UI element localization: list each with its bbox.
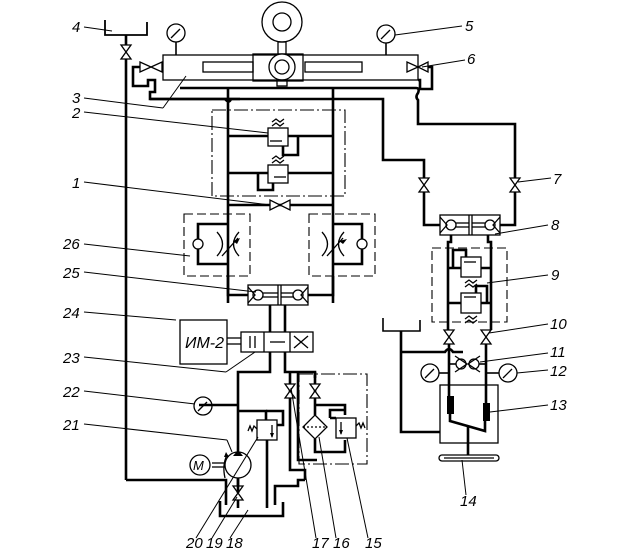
hydraulic-lock-25: [226, 276, 335, 306]
label-18: 18: [226, 535, 243, 550]
label-15: 15: [365, 535, 382, 550]
label-1: 1: [72, 175, 80, 192]
label-25: 25: [62, 265, 80, 282]
label-7: 7: [553, 171, 562, 188]
label-16: 16: [333, 535, 350, 550]
gauge-22: [193, 396, 213, 416]
label-24: 24: [62, 305, 80, 322]
label-4: 4: [72, 19, 80, 36]
manual-pump-13: [439, 384, 499, 458]
gauge-12: [486, 363, 518, 383]
valve-1: [228, 198, 333, 212]
tank-right: [382, 318, 463, 434]
filter-block: [283, 372, 368, 480]
throttle-check-26-left: [183, 213, 251, 277]
actuator-24: ИМ-2: [179, 319, 241, 365]
relief-valve-block-2: [211, 109, 346, 197]
label-8: 8: [551, 217, 560, 234]
label-17: 17: [312, 535, 329, 550]
valve-19: [231, 478, 245, 508]
gauge-left-top: [166, 23, 186, 55]
check-valves-11: [449, 355, 486, 373]
motor: M: [189, 454, 211, 476]
label-14: 14: [460, 493, 477, 510]
label-20: 20: [185, 535, 203, 550]
label-10: 10: [550, 316, 567, 333]
throttle-check-26-right: [308, 213, 376, 277]
label-5: 5: [465, 18, 474, 35]
gauge-12-left: [420, 363, 449, 383]
tank-18: [218, 478, 305, 518]
motor-label: M: [193, 458, 204, 473]
pump-21: [212, 450, 252, 479]
valve-7: [508, 177, 522, 224]
cylinder-left-valve: [131, 60, 240, 101]
label-3: 3: [72, 90, 81, 107]
component-labels: 4 3 2 1 26 25 24 23 22 21 20 19 18 17 16…: [62, 18, 567, 550]
tiller-wheel: [261, 1, 303, 87]
label-12: 12: [550, 363, 567, 380]
label-21: 21: [62, 417, 80, 434]
valve-left-upper: [417, 177, 431, 224]
relief-valve-block-9: [431, 235, 508, 330]
label-23: 23: [62, 350, 80, 367]
label-11: 11: [550, 344, 566, 361]
label-2: 2: [71, 105, 81, 122]
valve-6: [180, 60, 517, 178]
label-6: 6: [467, 51, 476, 68]
gauge-5: [376, 24, 396, 55]
label-26: 26: [62, 236, 80, 253]
hydraulic-lock-8: [422, 214, 517, 236]
safety-valve-20: [247, 409, 285, 508]
steering-wheel-14: [438, 454, 500, 462]
actuator-label: ИМ-2: [185, 335, 224, 352]
label-9: 9: [551, 267, 560, 284]
directional-valve-23: [240, 305, 314, 353]
leader-lines: [83, 25, 552, 539]
label-13: 13: [550, 397, 567, 414]
drain-tank-4: [104, 20, 148, 480]
label-19: 19: [206, 535, 223, 550]
label-22: 22: [62, 384, 80, 401]
